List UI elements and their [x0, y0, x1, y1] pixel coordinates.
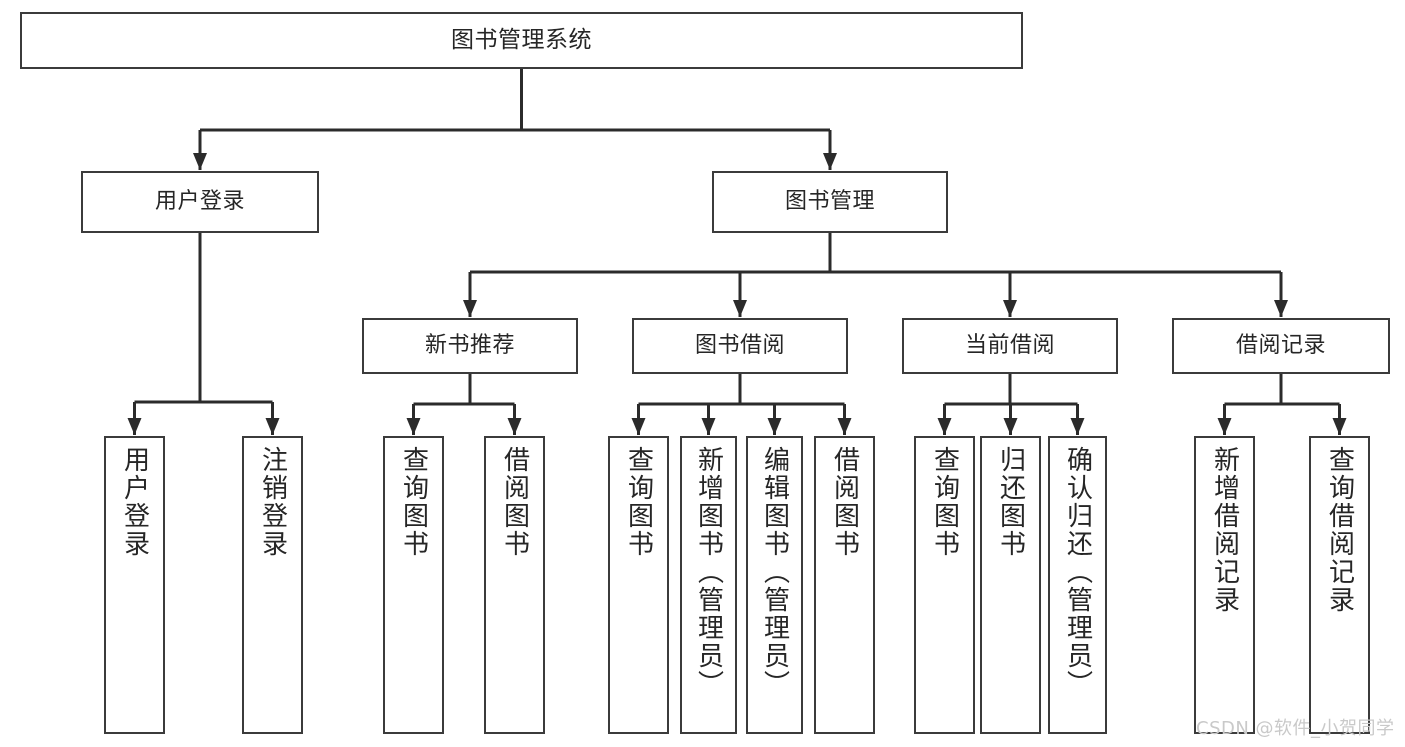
node-label: 查询图书	[929, 446, 960, 558]
node-l3-d3[interactable]: 确认归还（管理员）	[1048, 436, 1107, 734]
watermark-label: CSDN @软件_小贺同学	[1196, 718, 1395, 739]
node-label: 用户登录	[119, 446, 150, 558]
node-l1-login[interactable]: 用户登录	[81, 171, 319, 233]
node-label: 借阅图书	[499, 446, 530, 558]
node-label: 图书管理系统	[451, 26, 592, 53]
node-l1-book[interactable]: 图书管理	[712, 171, 948, 233]
node-l2-hist[interactable]: 借阅记录	[1172, 318, 1390, 374]
node-label: 查询借阅记录	[1324, 446, 1355, 614]
node-l3-e2[interactable]: 查询借阅记录	[1309, 436, 1370, 734]
node-root[interactable]: 图书管理系统	[20, 12, 1023, 69]
node-l3-c4[interactable]: 借阅图书	[814, 436, 875, 734]
node-label: 图书借阅	[694, 332, 785, 358]
node-label: 当前借阅	[964, 332, 1055, 358]
node-l3-b2[interactable]: 借阅图书	[484, 436, 545, 734]
node-label: 注销登录	[257, 446, 288, 558]
node-l3-d1[interactable]: 查询图书	[914, 436, 975, 734]
node-l3-c1[interactable]: 查询图书	[608, 436, 669, 734]
node-l3-a1[interactable]: 用户登录	[104, 436, 165, 734]
node-label: 用户登录	[154, 188, 245, 214]
node-l3-c2[interactable]: 新增图书（管理员）	[680, 436, 737, 734]
node-label: 编辑图书（管理员）	[759, 446, 790, 698]
node-l3-a2[interactable]: 注销登录	[242, 436, 303, 734]
node-l2-curr[interactable]: 当前借阅	[902, 318, 1118, 374]
node-l3-e1[interactable]: 新增借阅记录	[1194, 436, 1255, 734]
node-label: 查询图书	[623, 446, 654, 558]
node-l2-newrec[interactable]: 新书推荐	[362, 318, 578, 374]
node-label: 归还图书	[995, 446, 1026, 558]
node-label: 借阅记录	[1235, 332, 1326, 358]
node-label: 图书管理	[784, 188, 875, 214]
node-label: 新书推荐	[424, 332, 515, 358]
node-label: 新增图书（管理员）	[693, 446, 724, 698]
node-l2-borrow[interactable]: 图书借阅	[632, 318, 848, 374]
node-l3-b1[interactable]: 查询图书	[383, 436, 444, 734]
node-l3-d2[interactable]: 归还图书	[980, 436, 1041, 734]
node-label: 查询图书	[398, 446, 429, 558]
node-label: 新增借阅记录	[1209, 446, 1240, 614]
node-l3-c3[interactable]: 编辑图书（管理员）	[746, 436, 803, 734]
node-label: 借阅图书	[829, 446, 860, 558]
node-label: 确认归还（管理员）	[1062, 446, 1093, 698]
